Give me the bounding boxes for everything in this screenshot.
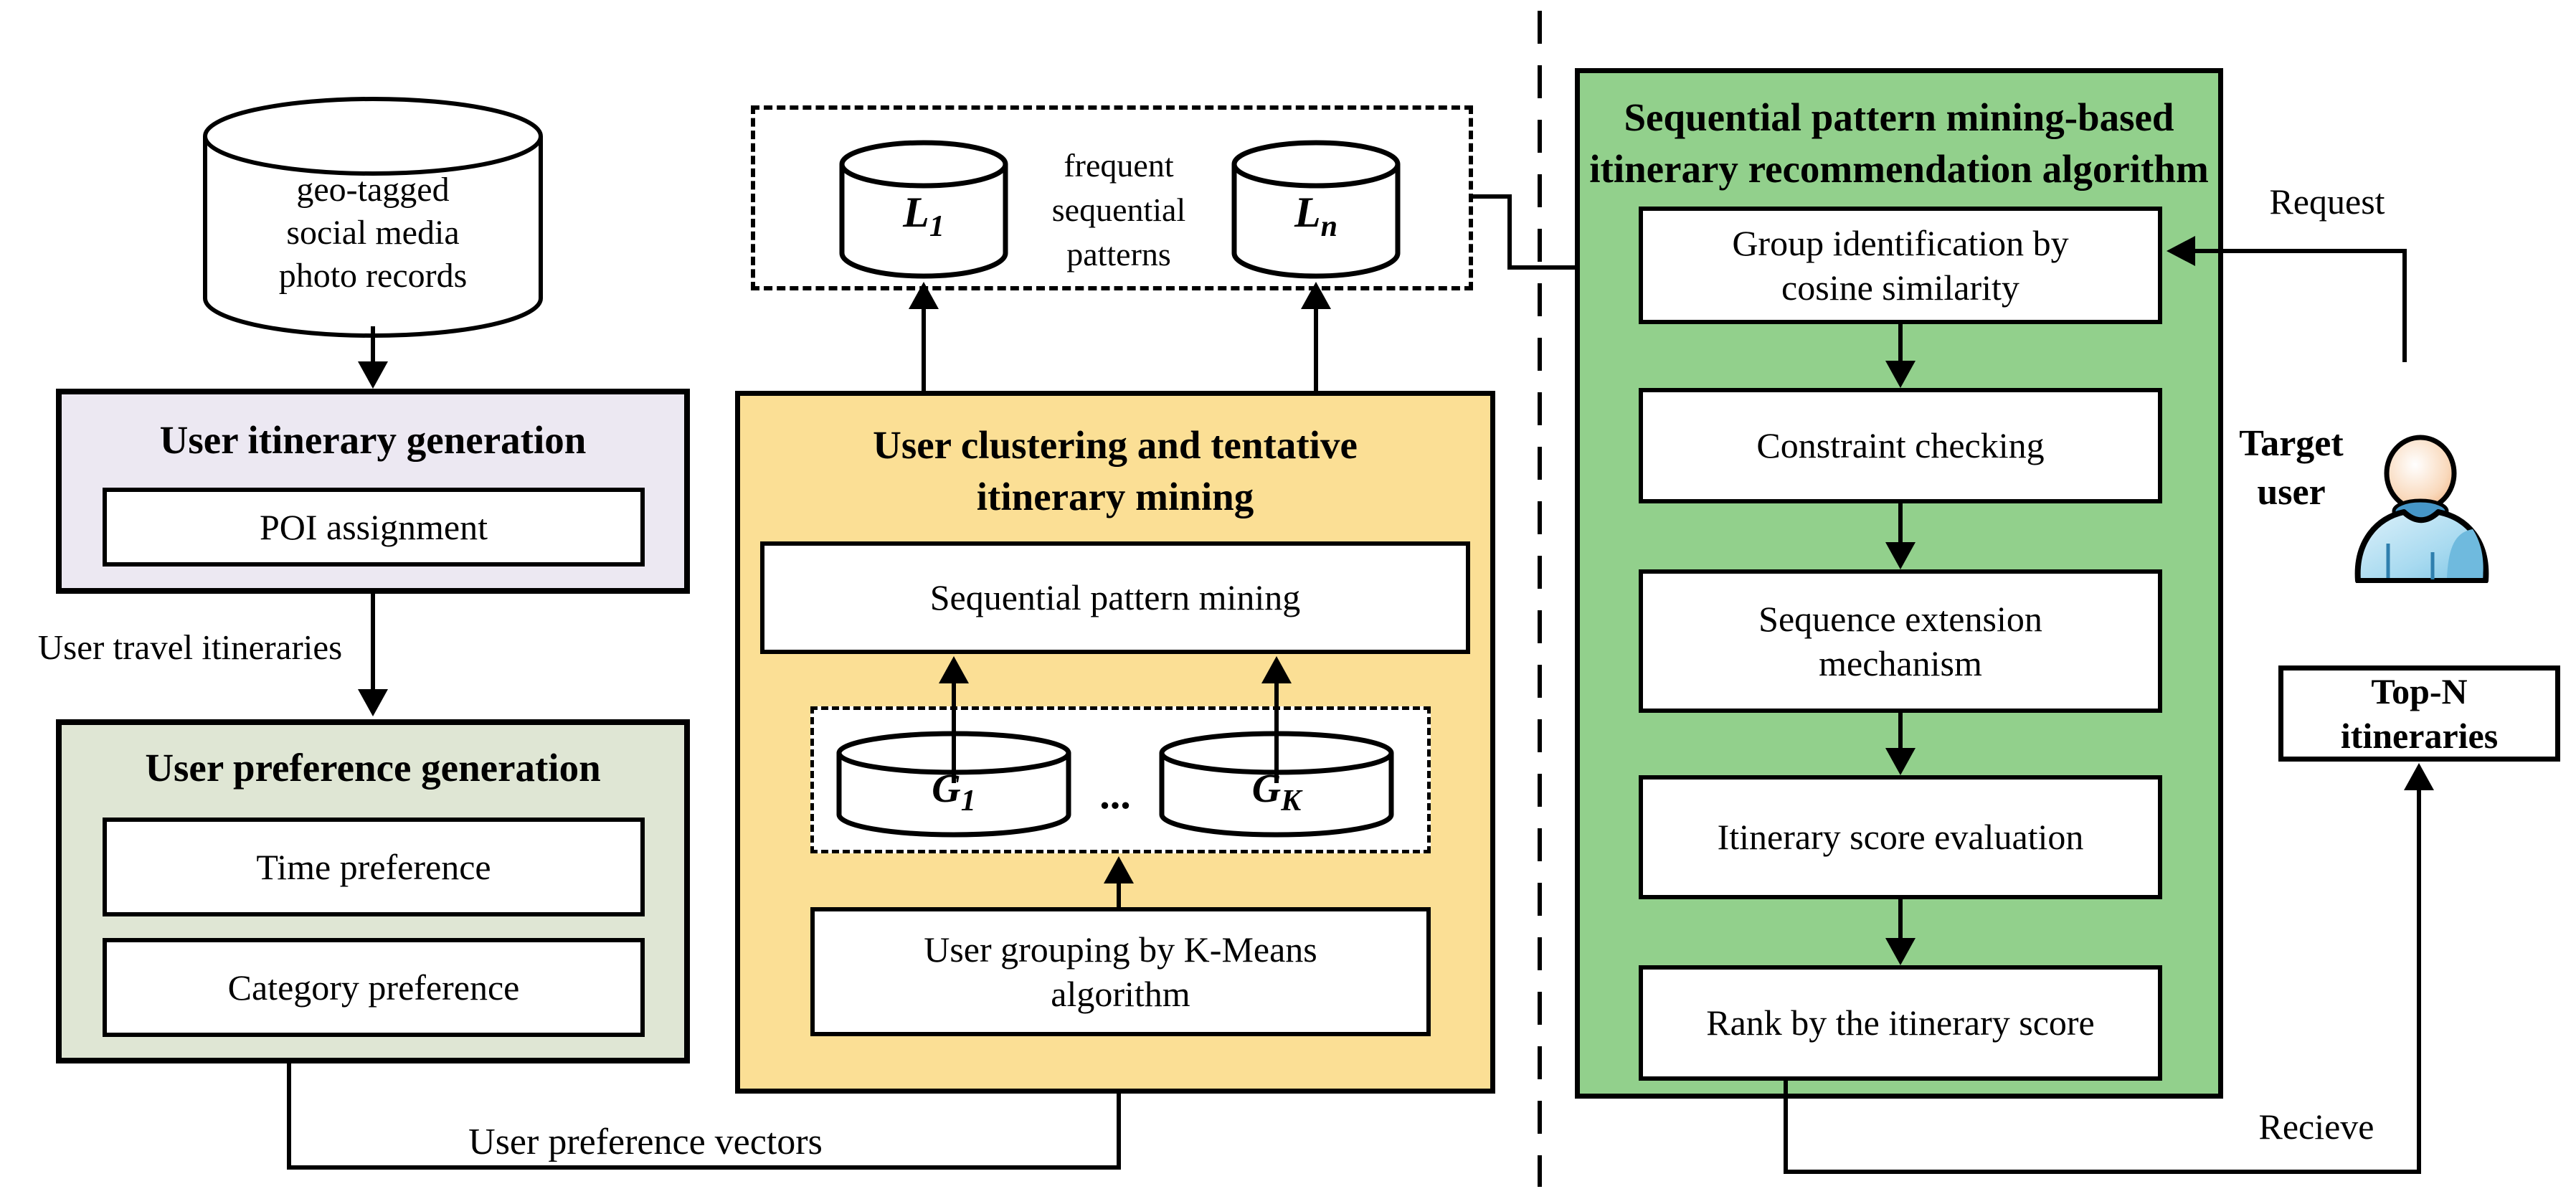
request-connector-v — [2402, 249, 2407, 362]
pref-vectors-connector-down — [287, 1063, 291, 1170]
dashed-divider-line — [1538, 11, 1542, 1187]
ln-base: L — [1294, 189, 1321, 236]
frequent-patterns-caption: frequent sequential patterns — [1051, 147, 1186, 273]
groups-ellipsis: ... — [1099, 771, 1131, 818]
step-itinerary-score-box: Itinerary score evaluation — [1639, 775, 2162, 899]
target-user-icon — [2354, 435, 2489, 583]
patterns-connector-h1 — [1473, 194, 1512, 199]
arrow-step4-5 — [1898, 899, 1903, 939]
arrowhead-request-into-step1 — [2167, 236, 2195, 266]
arrowhead-into-topn — [2404, 763, 2434, 790]
ln-store-label: Ln — [1230, 188, 1402, 244]
patterns-connector-h2 — [1507, 265, 1609, 270]
g1-sub: 1 — [960, 785, 976, 818]
user-travel-itineraries-label: User travel itineraries — [37, 627, 343, 667]
user-preference-generation-title: User preference generation — [145, 746, 601, 790]
arrowhead-step4-5 — [1885, 938, 1916, 965]
gk-group-cylinder-icon — [1159, 731, 1394, 838]
arrow-step2-3 — [1898, 503, 1903, 544]
g1-base: G — [932, 767, 961, 811]
arrow-g1-to-mining — [952, 683, 956, 783]
arrow-gk-to-mining — [1274, 683, 1279, 783]
arrowhead-mining-to-ln — [1301, 282, 1331, 309]
gk-group-label: GK — [1158, 766, 1395, 818]
l1-base: L — [903, 189, 929, 236]
ln-sub: n — [1320, 210, 1337, 243]
receive-label: Recieve — [2258, 1107, 2374, 1147]
arrowhead-source-to-itinerary-gen — [358, 361, 388, 389]
target-user-label: Target user — [2239, 423, 2344, 513]
pref-vectors-connector-across — [287, 1165, 1121, 1170]
user-clustering-title: User clustering and tentative itinerary … — [873, 423, 1358, 518]
top-n-itineraries-box: Top-N itineraries — [2278, 665, 2560, 762]
request-label: Request — [2269, 181, 2385, 222]
arrowhead-gk-to-mining — [1261, 656, 1292, 683]
arrowhead-kmeans-to-groups — [1104, 856, 1134, 883]
arrow-step1-2 — [1898, 324, 1903, 362]
recommendation-algorithm-title: Sequential pattern mining-based itinerar… — [1589, 95, 2209, 191]
step-constraint-checking-box: Constraint checking — [1639, 388, 2162, 503]
source-database-label: geo-tagged social media photo records — [278, 171, 468, 295]
request-connector-h — [2194, 249, 2407, 253]
step-group-identification-box: Group identification by cosine similarit… — [1639, 207, 2162, 324]
receive-connector-down — [1784, 1081, 1788, 1174]
user-itinerary-generation-title: User itinerary generation — [159, 418, 587, 462]
l1-sub: 1 — [929, 210, 944, 243]
patterns-connector-v — [1507, 194, 1512, 270]
l1-store-label: L1 — [838, 188, 1010, 244]
arrowhead-itinerary-to-preference — [358, 689, 388, 716]
arrowhead-step2-3 — [1885, 542, 1916, 569]
receive-connector-up — [2417, 789, 2421, 1174]
receive-connector-across — [1784, 1170, 2421, 1174]
arrowhead-step3-4 — [1885, 748, 1916, 775]
user-preference-vectors-label: User preference vectors — [468, 1122, 823, 1162]
arrow-itinerary-to-preference — [371, 594, 375, 691]
l1-store-cylinder-icon — [839, 140, 1008, 279]
arrow-step3-4 — [1898, 713, 1903, 749]
ln-store-cylinder-icon — [1231, 140, 1401, 279]
category-preference-box: Category preference — [103, 938, 645, 1037]
time-preference-box: Time preference — [103, 818, 645, 916]
sequential-pattern-mining-box: Sequential pattern mining — [760, 541, 1470, 654]
arrow-source-to-itinerary-gen — [371, 326, 375, 364]
source-database-cylinder-icon — [203, 97, 543, 338]
arrowhead-step1-2 — [1885, 361, 1916, 388]
arrowhead-mining-to-l1 — [909, 282, 939, 309]
step-sequence-extension-box: Sequence extension mechanism — [1639, 569, 2162, 713]
gk-sub: K — [1281, 785, 1302, 818]
poi-assignment-box: POI assignment — [103, 488, 645, 567]
arrowhead-g1-to-mining — [939, 656, 969, 683]
arrow-kmeans-to-groups — [1117, 882, 1121, 907]
pref-vectors-connector-up — [1117, 1063, 1121, 1170]
kmeans-grouping-box: User grouping by K-Means algorithm — [810, 907, 1431, 1036]
step-rank-box: Rank by the itinerary score — [1639, 965, 2162, 1081]
